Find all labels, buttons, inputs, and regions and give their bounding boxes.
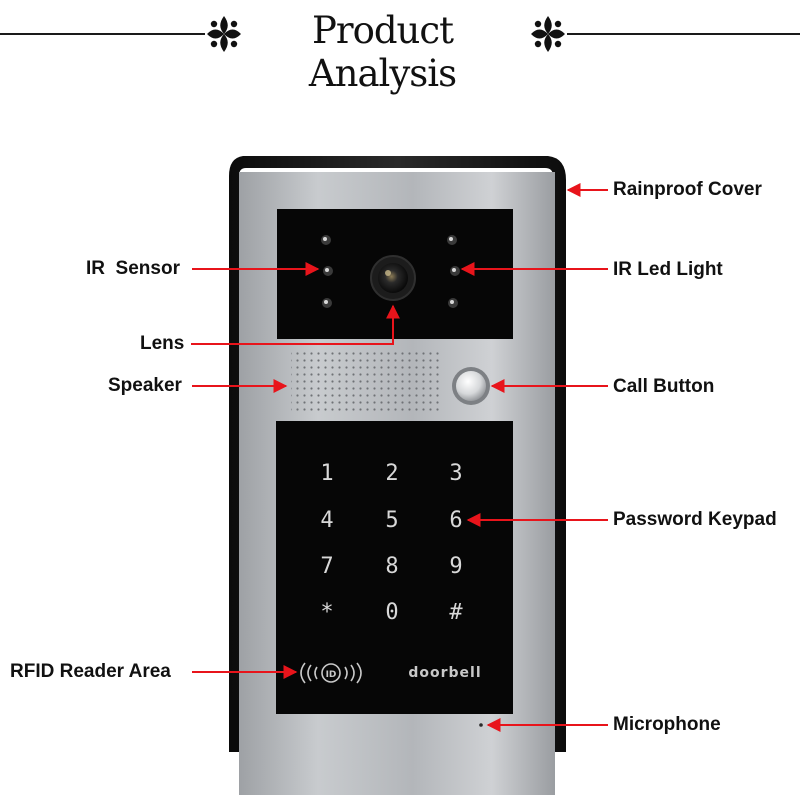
- keypad-key[interactable]: #: [449, 600, 463, 625]
- label-microphone: Microphone: [613, 714, 721, 735]
- keypad-key[interactable]: 4: [320, 508, 333, 533]
- fleur-de-lis-icon-left: [207, 16, 241, 52]
- keypad-key[interactable]: 2: [385, 461, 398, 486]
- label-lens: Lens: [140, 333, 185, 354]
- fleur-de-lis-icon-right: [531, 16, 565, 52]
- keypad-key[interactable]: 3: [449, 461, 462, 486]
- keypad-key[interactable]: *: [320, 600, 333, 625]
- arrow-lens: [191, 304, 400, 345]
- label-rfid-reader-area: RFID Reader Area: [10, 661, 171, 682]
- keypad-key[interactable]: 6: [449, 508, 462, 533]
- label-password-keypad: Password Keypad: [613, 509, 777, 530]
- header-rule-left: [0, 33, 205, 35]
- rfid-icon: [300, 662, 362, 684]
- label-ir-led-light: IR Led Light: [613, 259, 723, 280]
- label-ir-sensor: IR Sensor: [86, 258, 180, 279]
- keypad-key[interactable]: 1: [320, 461, 333, 486]
- label-speaker: Speaker: [108, 375, 182, 396]
- keypad-key[interactable]: 8: [385, 554, 398, 579]
- brand-logo: doorbell: [408, 665, 481, 681]
- keypad-key[interactable]: 5: [385, 508, 398, 533]
- keypad-key[interactable]: 9: [449, 554, 462, 579]
- speaker-grille: [291, 352, 439, 412]
- rfid-symbol-text: ID: [326, 670, 337, 680]
- keypad-key[interactable]: 7: [320, 554, 333, 579]
- microphone-hole: [479, 723, 483, 727]
- ir-led-lights: [447, 235, 460, 308]
- call-button[interactable]: [452, 367, 490, 405]
- keypad-panel: [276, 421, 513, 714]
- camera-lens: [370, 255, 416, 301]
- label-call-button: Call Button: [613, 376, 715, 397]
- ir-sensor-leds: [321, 235, 333, 308]
- keypad-key[interactable]: 0: [385, 600, 398, 625]
- header-rule-right: [567, 33, 800, 35]
- page-title: Product Analysis: [308, 9, 457, 95]
- label-rainproof-cover: Rainproof Cover: [613, 179, 762, 200]
